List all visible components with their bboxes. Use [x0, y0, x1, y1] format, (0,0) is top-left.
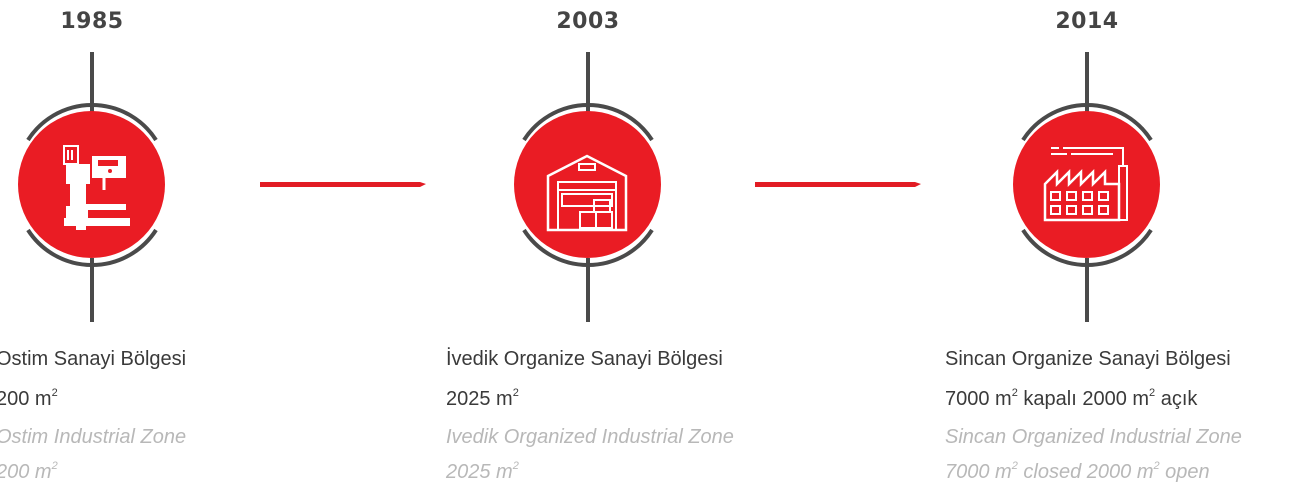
zone-area-en: 7000 m2 closed 2000 m2 open: [945, 460, 1210, 484]
timeline-connector-top: [586, 52, 590, 112]
zone-area-tr: 200 m2: [0, 387, 58, 410]
icon-circle: [1013, 111, 1160, 258]
zone-area-en: 2025 m2: [446, 460, 519, 484]
timeline-connector-bottom: [586, 258, 590, 322]
timeline-connector-top: [1085, 52, 1089, 112]
drill-press-machine-icon: [63, 145, 130, 230]
zone-name-tr: İvedik Organize Sanayi Bölgesi: [446, 348, 723, 370]
zone-area-tr: 7000 m2 kapalı 2000 m2 açık: [945, 387, 1198, 410]
milestone-year: 2003: [556, 9, 620, 34]
factory-icon: [1043, 147, 1128, 222]
zone-name-tr: Sincan Organize Sanayi Bölgesi: [945, 348, 1231, 370]
zone-name-en: Ivedik Organized Industrial Zone: [446, 426, 734, 448]
timeline-milestone-1985: 1985 Ostim Sanayi Bölgesi 200 m2 Ostim I…: [0, 0, 340, 489]
timeline-milestone-2014: 2014 Sincan Organize Sanayi Bölgesi 7000…: [945, 0, 1294, 489]
zone-area-en: 200 m2: [0, 460, 58, 484]
timeline-arrow-1: [260, 182, 426, 187]
zone-name-en: Sincan Organized Industrial Zone: [945, 426, 1242, 448]
icon-circle: [514, 111, 661, 258]
zone-area-tr: 2025 m2: [446, 387, 519, 410]
timeline-arrow-2: [755, 182, 921, 187]
icon-circle: [18, 111, 165, 258]
milestone-year: 1985: [60, 9, 124, 34]
milestone-year: 2014: [1055, 9, 1119, 34]
zone-name-en: Ostim Industrial Zone: [0, 426, 187, 448]
timeline-milestone-2003: 2003 İvedik Organize Sanayi Bölgesi 2025…: [446, 0, 836, 489]
timeline-connector-bottom: [90, 258, 94, 322]
warehouse-boxes-icon: [546, 154, 628, 232]
timeline-connector-top: [90, 52, 94, 112]
timeline-connector-bottom: [1085, 258, 1089, 322]
zone-name-tr: Ostim Sanayi Bölgesi: [0, 348, 187, 370]
